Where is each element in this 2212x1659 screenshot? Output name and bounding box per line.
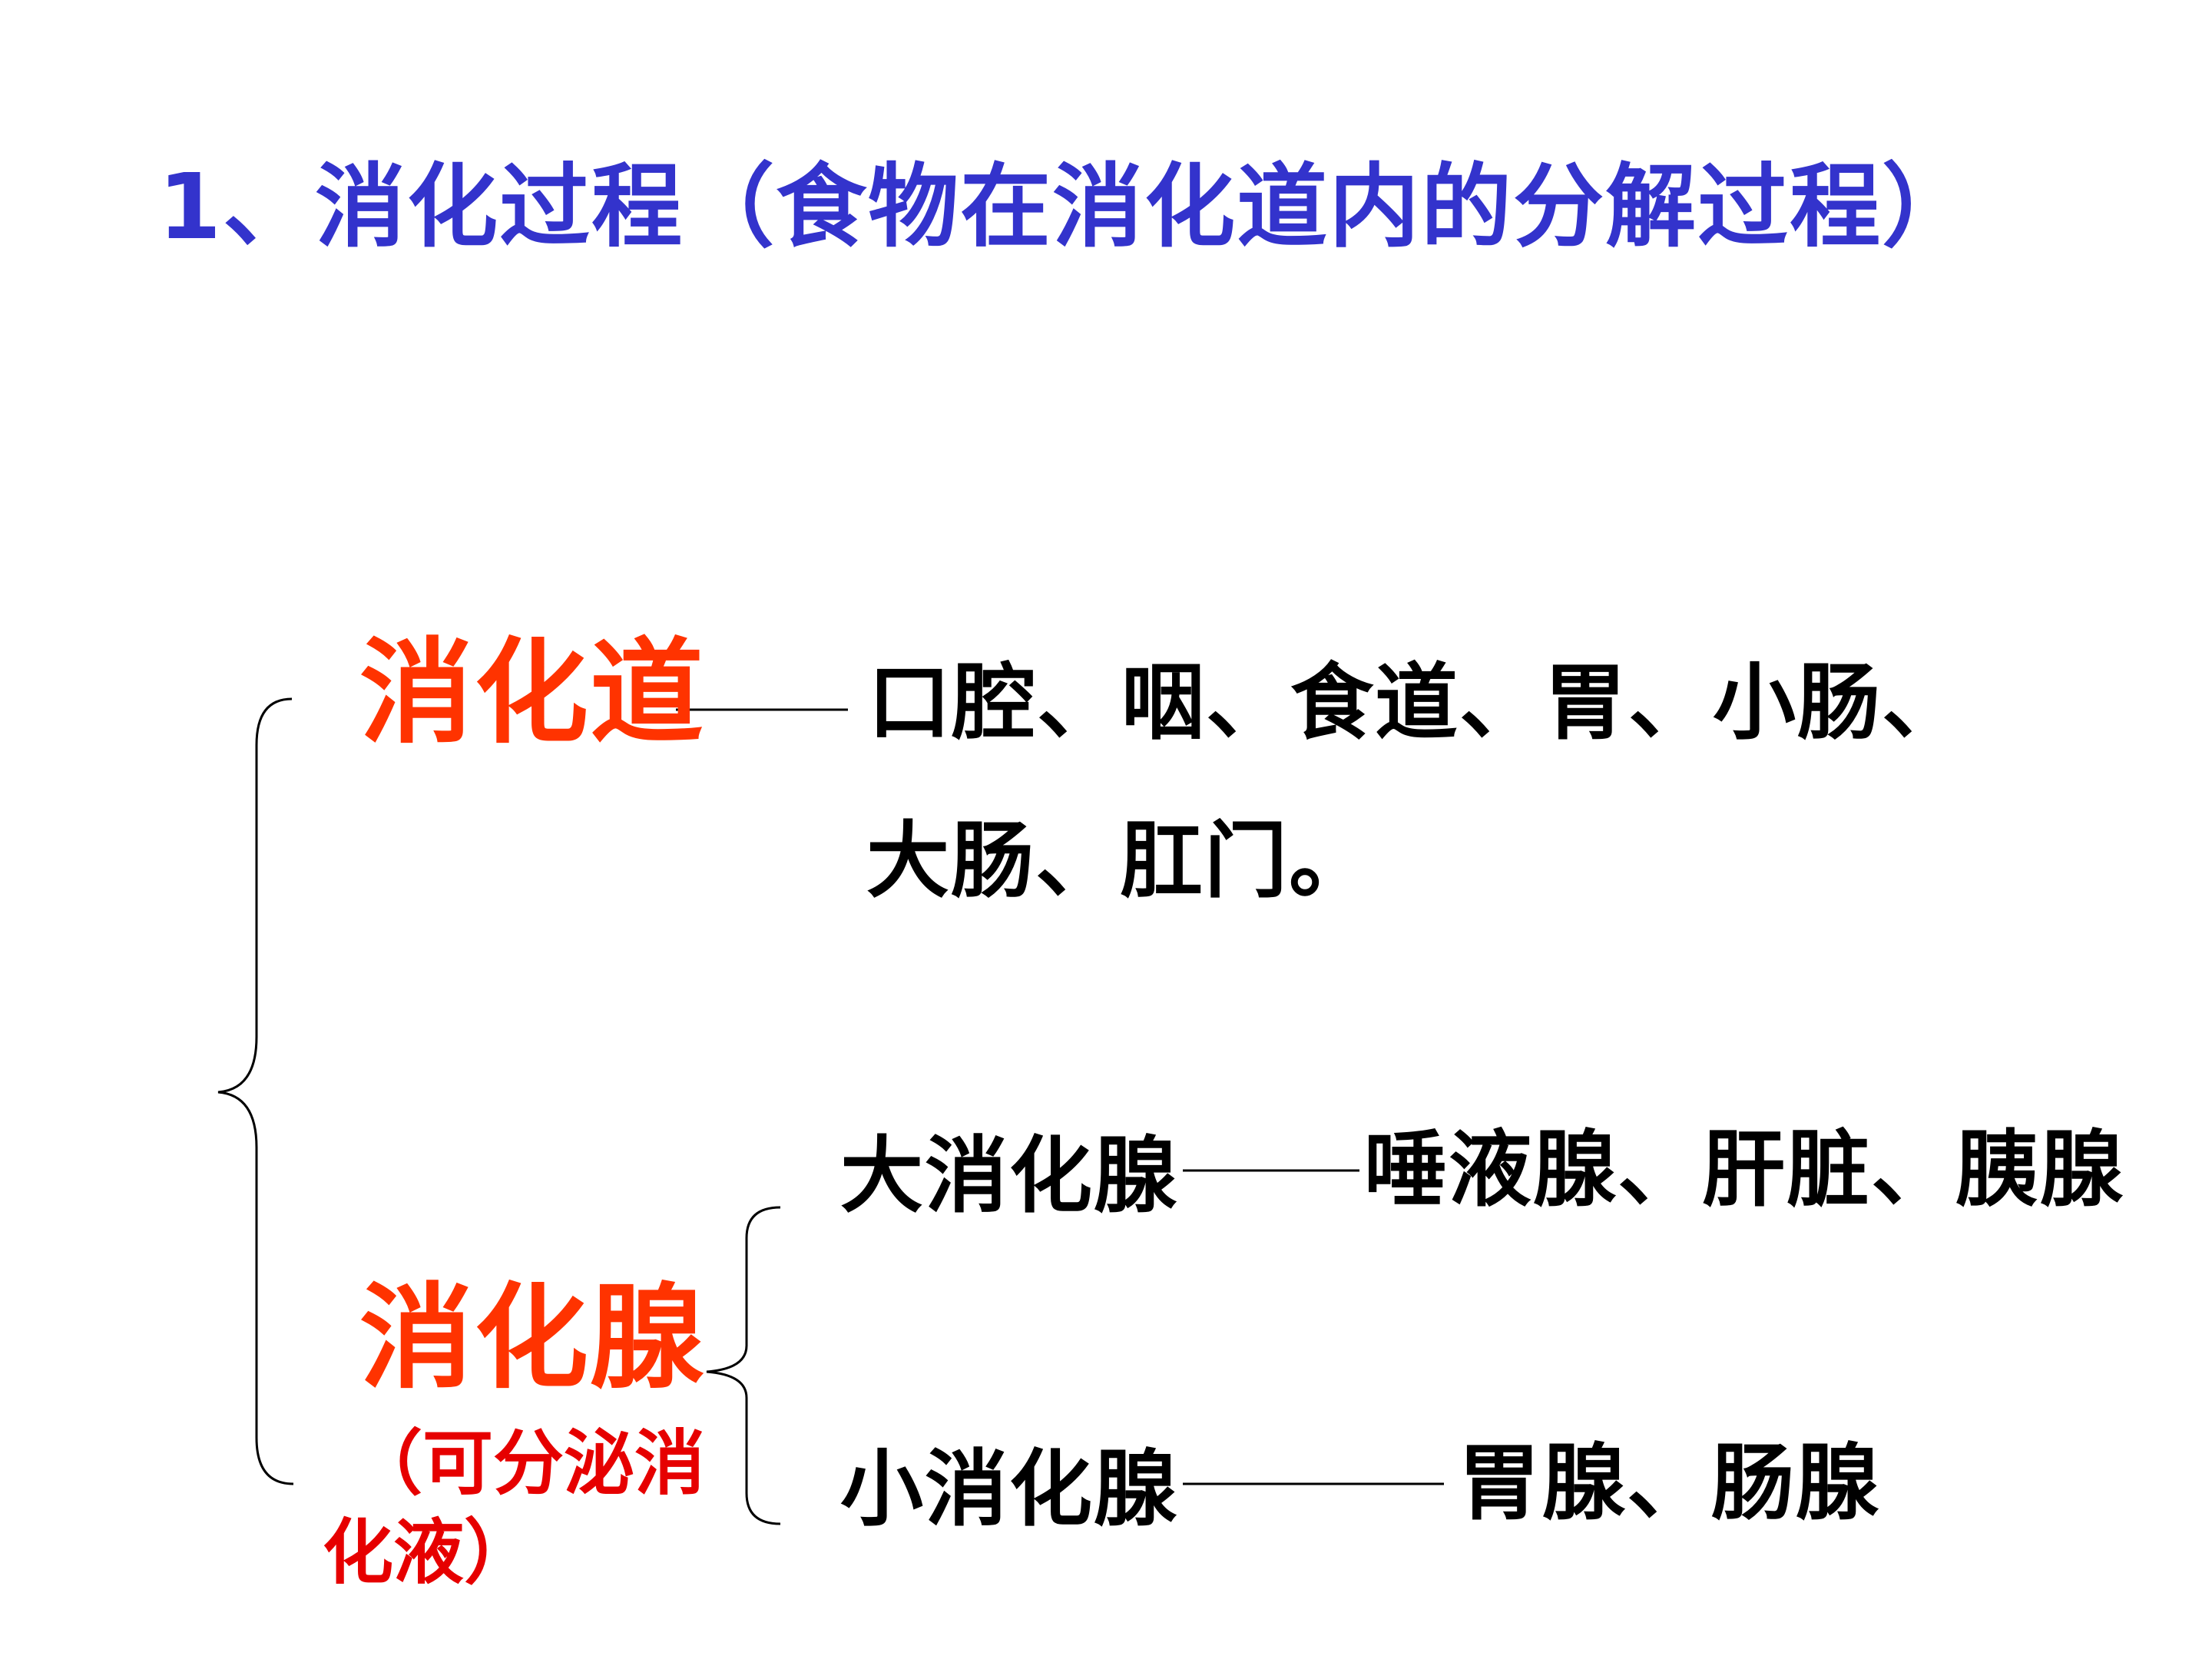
tract-organs-line2: 大肠、肛门。 (866, 813, 1374, 909)
glands-note-line2: 化液） (323, 1512, 535, 1594)
inner-brace (706, 1206, 781, 1525)
large-glands-label: 大消化腺 (840, 1128, 1179, 1224)
digestive-tract-label: 消化道 (359, 627, 705, 759)
large-glands-members: 唾液腺、肝脏、胰腺 (1364, 1122, 2125, 1218)
glands-note-line1: （可分泌消 (352, 1422, 706, 1505)
outer-brace (217, 697, 294, 1485)
page-title: 1、消化过程（食物在消化道内的分解过程） (158, 154, 1975, 260)
small-glands-label: 小消化腺 (840, 1442, 1179, 1538)
tract-organs-line1: 口腔、咽、食道、胃、小肠、 (868, 655, 1967, 751)
small-glands-members: 胃腺、肠腺 (1458, 1435, 1881, 1532)
digestive-glands-label: 消化腺 (359, 1272, 705, 1404)
